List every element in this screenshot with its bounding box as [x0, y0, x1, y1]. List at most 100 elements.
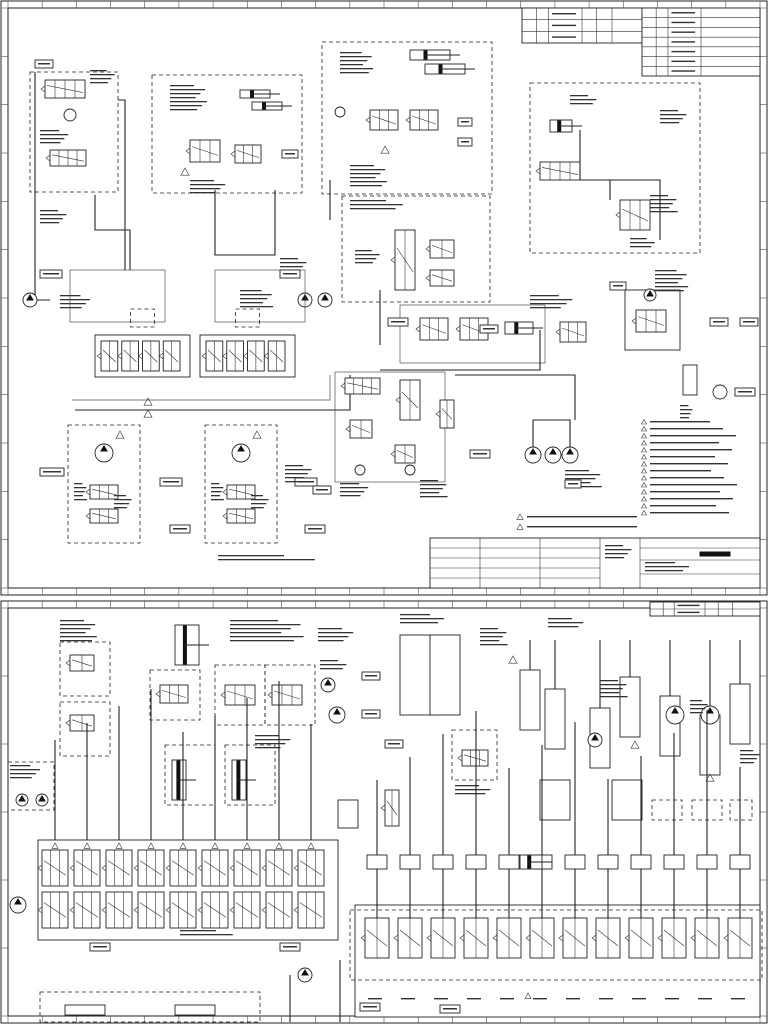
control-valve: [155, 684, 189, 704]
label-text-line: [355, 262, 373, 264]
main-valve-connections: [22, 258, 351, 418]
label-text-line: [420, 488, 443, 490]
valve-bank-section: [393, 917, 423, 959]
label-text-line: [60, 303, 86, 305]
label-text-lines: [10, 765, 40, 779]
note-text-line: [650, 449, 732, 451]
reference-tag: [384, 739, 404, 749]
reference-tag: [457, 137, 473, 147]
label-text-line: [211, 487, 224, 489]
valve-flow-arrow: [267, 902, 291, 918]
warning-triangle-icon: [115, 842, 123, 849]
pump-arrow: [706, 707, 714, 714]
pump-arrow: [26, 294, 34, 301]
valve-flow-arrow: [663, 929, 685, 947]
valve-flow-arrow: [270, 349, 284, 363]
valve-bank-section: [165, 891, 197, 929]
label-text-line: [60, 636, 97, 638]
label-text-line: [605, 557, 625, 559]
pump-circle: [544, 446, 562, 464]
right-manifold: [380, 295, 587, 420]
warning-triangle-icon: [640, 432, 648, 439]
label-text-line: [340, 68, 374, 70]
pilot-actuator: [663, 854, 685, 870]
valve-flow-arrow: [139, 860, 163, 876]
power-unit-enclosure: [67, 424, 141, 544]
label-text-line: [740, 758, 757, 760]
label-text-line: [320, 660, 338, 662]
label-text-line: [280, 266, 303, 268]
warning-triangle-icon: [516, 513, 524, 520]
valve-flow-arrow: [71, 719, 93, 727]
valve-flow-arrow: [431, 274, 453, 282]
valve-actuator-icon: [360, 934, 366, 942]
label-text-lines: [40, 210, 67, 224]
label-text-line: [190, 180, 214, 182]
label-text-line: [340, 56, 372, 58]
label-text-line: [655, 282, 679, 284]
control-valve: [457, 749, 489, 767]
valve-bank-section: [133, 891, 165, 929]
reference-tag-text: [443, 1008, 457, 1010]
section-label-text: [731, 998, 745, 1000]
gauge-icon: [334, 106, 346, 118]
section-label-text: [434, 998, 448, 1000]
reference-tag: [457, 117, 473, 127]
label-text-line: [230, 632, 282, 634]
label-text-line: [10, 773, 36, 775]
valve-actuator-icon: [267, 691, 273, 699]
reference-tag: [387, 317, 409, 327]
note-text-line: [650, 421, 710, 423]
label-text-line: [90, 78, 112, 80]
valve-flow-arrow: [351, 425, 371, 433]
valve-flow-arrow: [463, 754, 487, 762]
label-text-lines: [480, 628, 508, 646]
reference-tag-text: [308, 528, 322, 530]
control-valve: [425, 239, 455, 259]
pilot-actuator: [630, 854, 652, 870]
label-text-line: [240, 290, 262, 292]
label-text-line: [251, 499, 269, 501]
manifold-valve: [395, 379, 421, 421]
label-text-lines: [180, 930, 233, 936]
reference-tag-text: [713, 321, 725, 323]
reference-tag-text: [93, 946, 107, 948]
warning-triangle-icon: [380, 145, 390, 154]
table-cell-text: [671, 50, 696, 53]
reference-tag: [169, 524, 191, 534]
label-text-lines: [645, 562, 689, 572]
label-text-line: [480, 636, 503, 638]
warning-triangle-icon: [705, 773, 715, 782]
label-text-line: [680, 409, 693, 411]
label-text-line: [10, 777, 32, 779]
pump-arrow: [529, 448, 537, 455]
note-text-line: [650, 463, 728, 465]
label-text-line: [455, 785, 479, 787]
label-text-line: [74, 487, 87, 489]
valve-actuator-icon: [165, 864, 171, 872]
bank-connection-frame: [69, 269, 166, 323]
label-text-lines: [530, 295, 573, 309]
control-valve: [220, 684, 256, 706]
valve-flow-arrow: [561, 327, 585, 337]
valve-flow-arrow: [139, 902, 163, 918]
valve-actuator-icon: [133, 864, 139, 872]
bank-connection-frame: [214, 269, 306, 323]
label-text-lines: [40, 130, 69, 144]
label-text-line: [350, 204, 403, 206]
parts-list-table: [641, 7, 761, 77]
label-text-line: [630, 238, 647, 240]
sheet-1-zone-border: [0, 0, 768, 596]
pilot-line: [34, 72, 50, 301]
valve-flow-arrow: [228, 349, 242, 363]
valve-bank-section: [117, 340, 139, 372]
hydraulic-line: [380, 330, 541, 371]
label-text-line: [660, 122, 680, 124]
schematic-sheet-1: [0, 0, 768, 596]
label-text-line: [548, 626, 579, 628]
warning-triangle-icon: [640, 425, 648, 432]
label-text-line: [285, 477, 305, 479]
valve-flow-arrow: [396, 450, 414, 458]
pump-circle: [9, 896, 27, 914]
hydraulic-cylinder-icon: [424, 63, 475, 75]
